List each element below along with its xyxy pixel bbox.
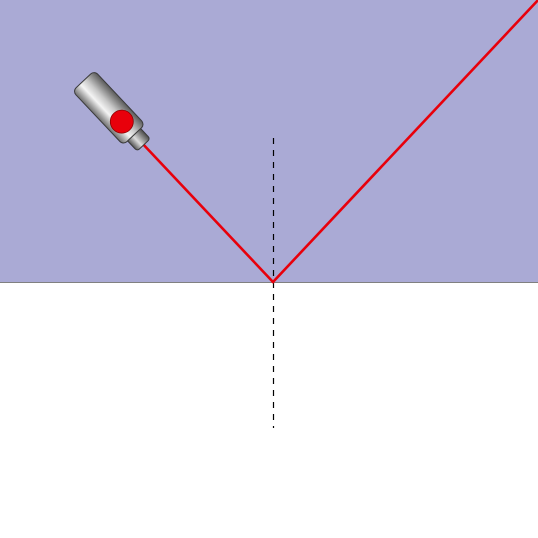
incident-ray: [139, 140, 275, 284]
top-medium-region: [0, 0, 538, 282]
reflected-ray: [271, 0, 538, 284]
bottom-medium-region: [0, 282, 538, 538]
laser-on-off-button[interactable]: [106, 105, 139, 138]
laser-pointer-icon[interactable]: [72, 71, 154, 156]
